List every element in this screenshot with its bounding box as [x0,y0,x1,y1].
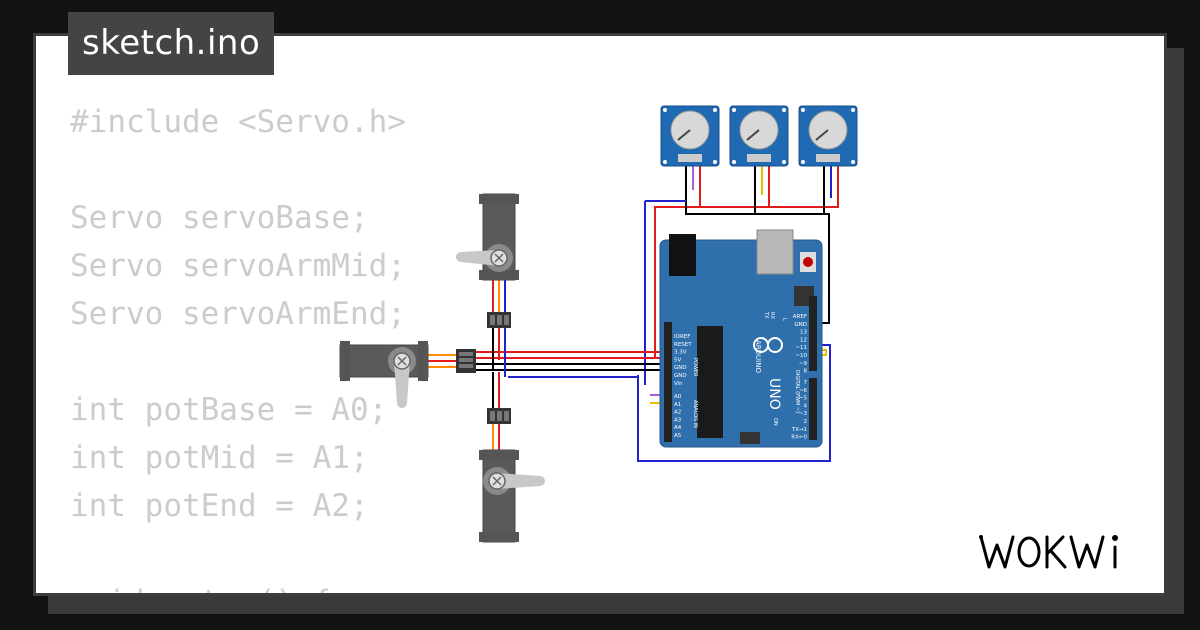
led-label-tx: TX [763,311,769,319]
pin-label: ~6 [799,388,808,394]
atmega-chip [697,326,723,438]
arduino-model: UNO [766,378,782,410]
pin-label: 4 [804,403,808,409]
wire-5v [700,165,839,208]
code-line: int potBase = A0; [70,392,388,428]
pin-label: ~11 [795,345,807,351]
code-preview: #include <Servo.h> Servo servoBase; Servo … [70,98,406,593]
arduino-name: ARDUINO [754,340,762,373]
pin-label: GND [794,322,807,328]
potentiometer-1[interactable] [660,105,720,167]
code-line: int potEnd = A2; [70,488,369,524]
arduino-uno[interactable]: ARDUINO UNO POWER ANALOG IN DIGITAL (PWM… [659,229,823,448]
pin-label: GND [674,373,687,379]
pin-label: Vin [674,381,683,387]
pin-label: 2 [804,419,808,425]
servo-bottom[interactable] [479,449,545,543]
pin-label: 7 [804,380,808,386]
pin-label: IOREF [674,334,690,340]
preview-card: #include <Servo.h> Servo servoBase; Servo … [33,33,1167,596]
wire-loop [637,344,831,462]
code-line: Servo servoArmMid; [70,248,406,284]
servo-wires [428,280,670,450]
sketch-filename-tab: sketch.ino [68,12,275,75]
code-line: void setup() { [70,578,406,593]
code-line: int potMid = A1; [70,440,369,476]
pin-label: GND [674,365,687,371]
pin-label: 5V [674,357,681,363]
pin-label: A2 [674,410,681,416]
wokwi-logo [979,535,1118,569]
pin-label: ~10 [795,353,807,359]
pin-label: A4 [674,425,682,431]
pin-label: ~5 [799,396,808,402]
code-line: Servo servoArmEnd; [70,296,406,332]
wire-gnd [685,165,830,324]
pin-label: TX→1 [791,427,807,433]
pin-label: 13 [800,330,807,336]
pin-label: A3 [674,417,682,423]
servo-connectors [456,312,511,424]
usb-port [756,229,794,275]
servo-top[interactable] [456,193,519,281]
led-label-rx: RX [769,312,775,319]
pin-label: RX←0 [791,435,807,441]
dc-jack [669,234,696,276]
pin-label: 12 [800,337,807,343]
power-label: POWER [692,358,698,377]
pin-label: AREF [793,314,807,320]
analog-label: ANALOG IN [692,400,698,428]
code-line: Servo servoBase; [70,200,369,236]
pin-label: A5 [674,433,682,439]
digital-label: DIGITAL (PWM ~) [794,370,800,413]
pin-label: A1 [674,402,681,408]
led-label-l: L [781,318,787,321]
pin-label: 3.3V [674,350,687,356]
servo-left[interactable] [339,341,429,408]
on-label: ON [772,418,778,426]
pin-label: 8 [804,369,808,375]
pin-label: ~9 [799,361,808,367]
pin-label: A0 [674,394,682,400]
pin-label: ~3 [799,411,808,417]
code-line: #include <Servo.h> [70,104,406,140]
arduino-logo [753,337,783,353]
potentiometer-3[interactable] [798,105,858,167]
digital-bottom-pin-labels: 7 ~6 ~54 ~3 2TX→1RX←0 [791,380,808,441]
pin-label: RESET [674,342,692,348]
potentiometer-2[interactable] [729,105,789,167]
